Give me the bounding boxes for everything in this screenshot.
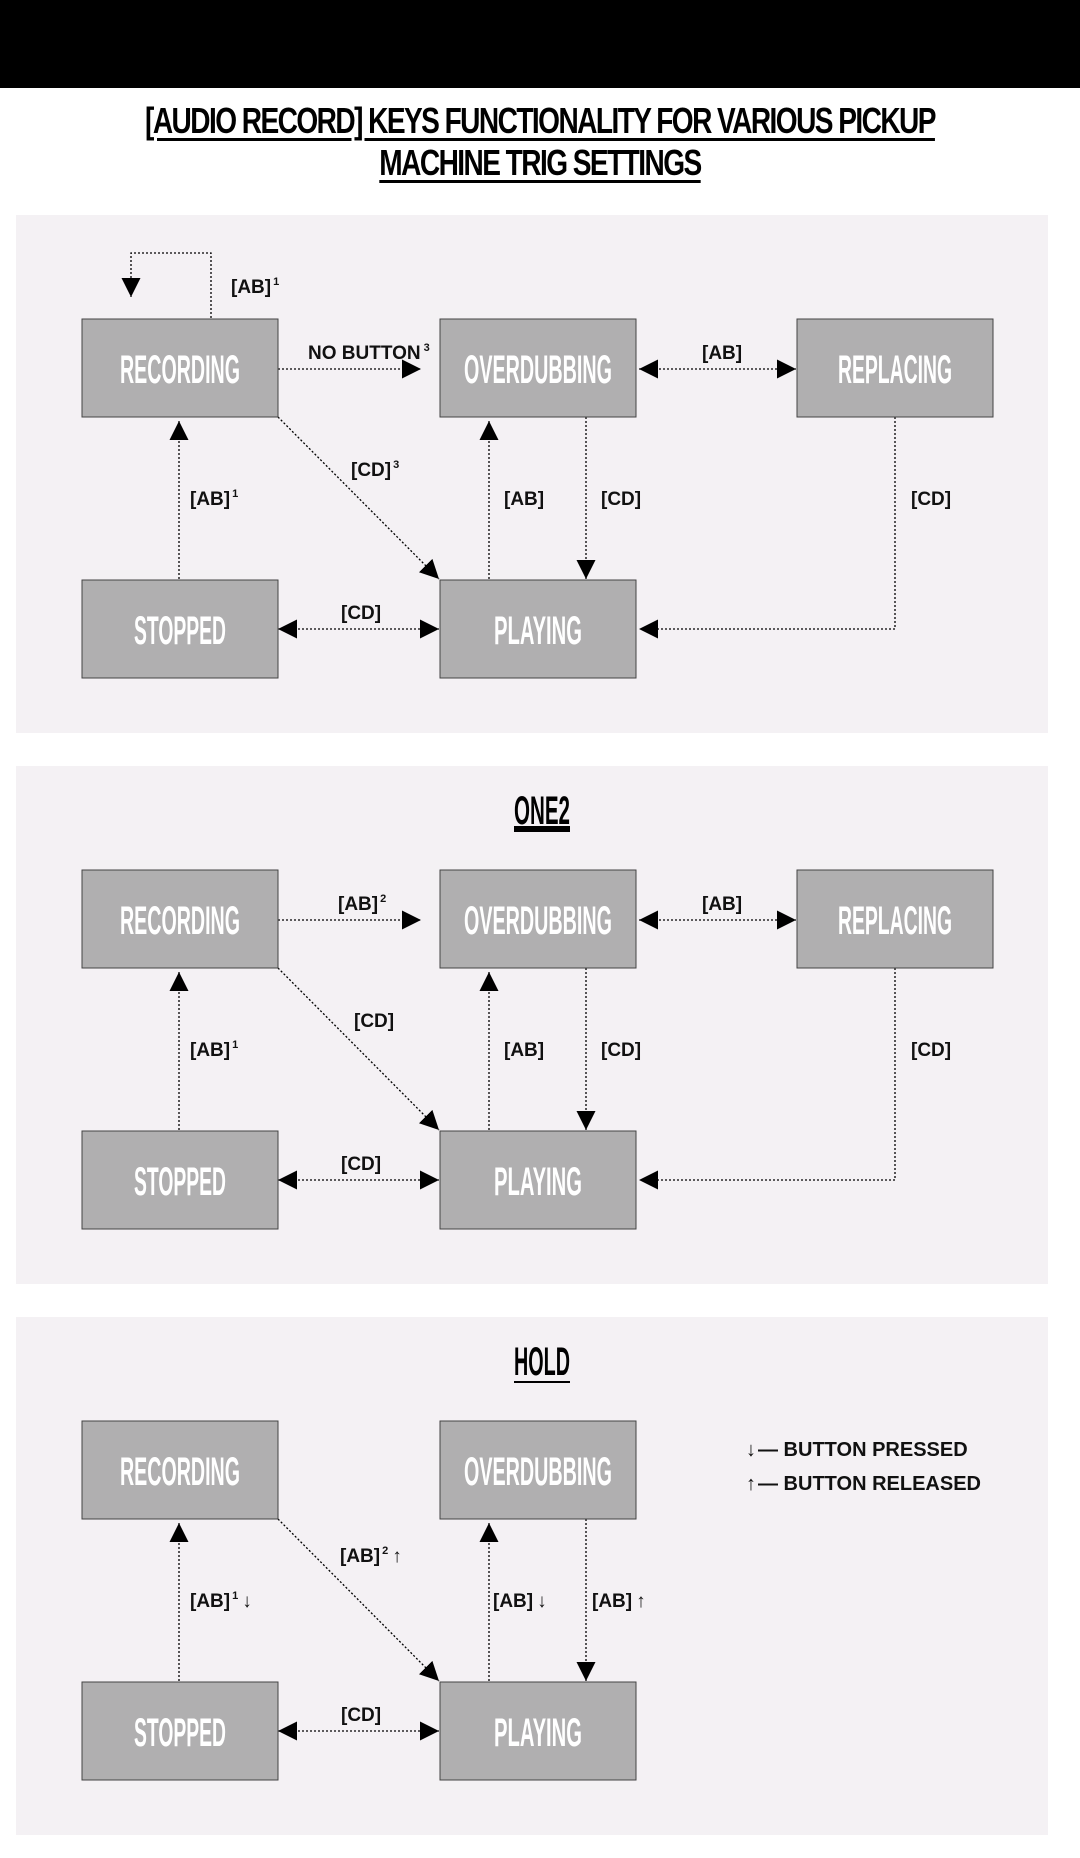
label-stop-play: [CD] xyxy=(341,1705,381,1726)
label-rec-to-ovr: [AB]2 xyxy=(338,893,386,915)
legend-pressed: ↓— BUTTON PRESSED xyxy=(746,1439,968,1461)
label-play-to-ovr: [AB]↓ xyxy=(493,1591,547,1612)
state-stopped: STOPPED xyxy=(81,1681,279,1781)
label-rep-to-play: [CD] xyxy=(911,1040,951,1061)
label-stop-to-rec: [AB]1↓ xyxy=(190,1590,252,1612)
label-play-to-ovr: [AB] xyxy=(504,1040,544,1061)
svg-text:RECORDING: RECORDING xyxy=(120,1450,240,1494)
panel-heading: ONE2 xyxy=(514,789,570,833)
label-rec-to-play: [CD] xyxy=(354,1011,394,1032)
label-ovr-rep: [AB] xyxy=(702,894,742,915)
state-replacing: REPLACING xyxy=(796,869,994,969)
svg-text:OVERDUBBING: OVERDUBBING xyxy=(464,899,612,943)
arrow-down-icon: ↓ xyxy=(746,1439,756,1461)
state-overdubbing: OVERDUBBING xyxy=(439,869,637,969)
label-ovr-to-play: [CD] xyxy=(601,1040,641,1061)
panel-default: RECORDING OVERDUBBING REPLACING STOPPED … xyxy=(16,215,1048,733)
svg-text:STOPPED: STOPPED xyxy=(134,1711,226,1755)
state-overdubbing: OVERDUBBING xyxy=(439,318,637,418)
label-rec-to-play: [AB]2↑ xyxy=(340,1545,402,1567)
state-diagram-default: RECORDING OVERDUBBING REPLACING STOPPED … xyxy=(81,252,994,679)
panel-one2: ONE2 RECORDING OVERDUBBING REPLACING STO… xyxy=(16,766,1048,1284)
state-recording: RECORDING xyxy=(81,1420,279,1520)
state-recording: RECORDING xyxy=(81,869,279,969)
edge-rec-to-play xyxy=(277,967,440,1131)
label-stop-play: [CD] xyxy=(341,603,381,624)
state-overdubbing: OVERDUBBING xyxy=(439,1420,637,1520)
svg-text:REPLACING: REPLACING xyxy=(838,899,952,943)
panel-hold: HOLD RECORDING OVERDUBBING STOPPED PLAYI… xyxy=(16,1317,1048,1835)
state-stopped: STOPPED xyxy=(81,579,279,679)
svg-text:REPLACING: REPLACING xyxy=(838,348,952,392)
arrow-up-icon: ↑ xyxy=(746,1473,756,1495)
state-recording: RECORDING xyxy=(81,318,279,418)
state-playing: PLAYING xyxy=(439,579,637,679)
svg-text:RECORDING: RECORDING xyxy=(120,348,240,392)
state-diagram-hold: HOLD RECORDING OVERDUBBING STOPPED PLAYI… xyxy=(81,1340,981,1781)
state-replacing: REPLACING xyxy=(796,318,994,418)
label-stop-to-rec: [AB]1 xyxy=(190,1039,238,1061)
edge-rec-to-play xyxy=(277,1518,440,1682)
svg-text:STOPPED: STOPPED xyxy=(134,609,226,653)
edge-self-loop xyxy=(121,252,212,318)
svg-text:STOPPED: STOPPED xyxy=(134,1160,226,1204)
edge-rep-to-play xyxy=(639,417,896,639)
label-play-to-ovr: [AB] xyxy=(504,489,544,510)
state-playing: PLAYING xyxy=(439,1130,637,1230)
label-ovr-to-play: [CD] xyxy=(601,489,641,510)
label-ovr-to-play: [AB]↑ xyxy=(592,1591,646,1612)
svg-text:PLAYING: PLAYING xyxy=(494,1160,582,1204)
svg-text:OVERDUBBING: OVERDUBBING xyxy=(464,1450,612,1494)
label-ovr-rep: [AB] xyxy=(702,343,742,364)
state-playing: PLAYING xyxy=(439,1681,637,1781)
state-diagram-one2: ONE2 RECORDING OVERDUBBING REPLACING STO… xyxy=(81,789,994,1230)
label-self-loop: [AB]1 xyxy=(231,276,279,298)
top-bar xyxy=(0,0,1080,88)
svg-text:OVERDUBBING: OVERDUBBING xyxy=(464,348,612,392)
page-title: [AUDIO RECORD] KEYS FUNCTIONALITY FOR VA… xyxy=(145,100,936,183)
label-stop-to-rec: [AB]1 xyxy=(190,488,238,510)
panel-heading: HOLD xyxy=(514,1340,570,1384)
svg-text:PLAYING: PLAYING xyxy=(494,1711,582,1755)
label-rep-to-play: [CD] xyxy=(911,489,951,510)
svg-text:RECORDING: RECORDING xyxy=(120,899,240,943)
label-rec-to-play: [CD]3 xyxy=(351,459,399,481)
label-stop-play: [CD] xyxy=(341,1154,381,1175)
edge-rec-to-play xyxy=(277,416,440,580)
svg-text:PLAYING: PLAYING xyxy=(494,609,582,653)
state-stopped: STOPPED xyxy=(81,1130,279,1230)
legend-released: ↑— BUTTON RELEASED xyxy=(746,1473,981,1495)
legend: ↓— BUTTON PRESSED ↑— BUTTON RELEASED xyxy=(746,1439,981,1495)
edge-rep-to-play xyxy=(639,968,896,1190)
